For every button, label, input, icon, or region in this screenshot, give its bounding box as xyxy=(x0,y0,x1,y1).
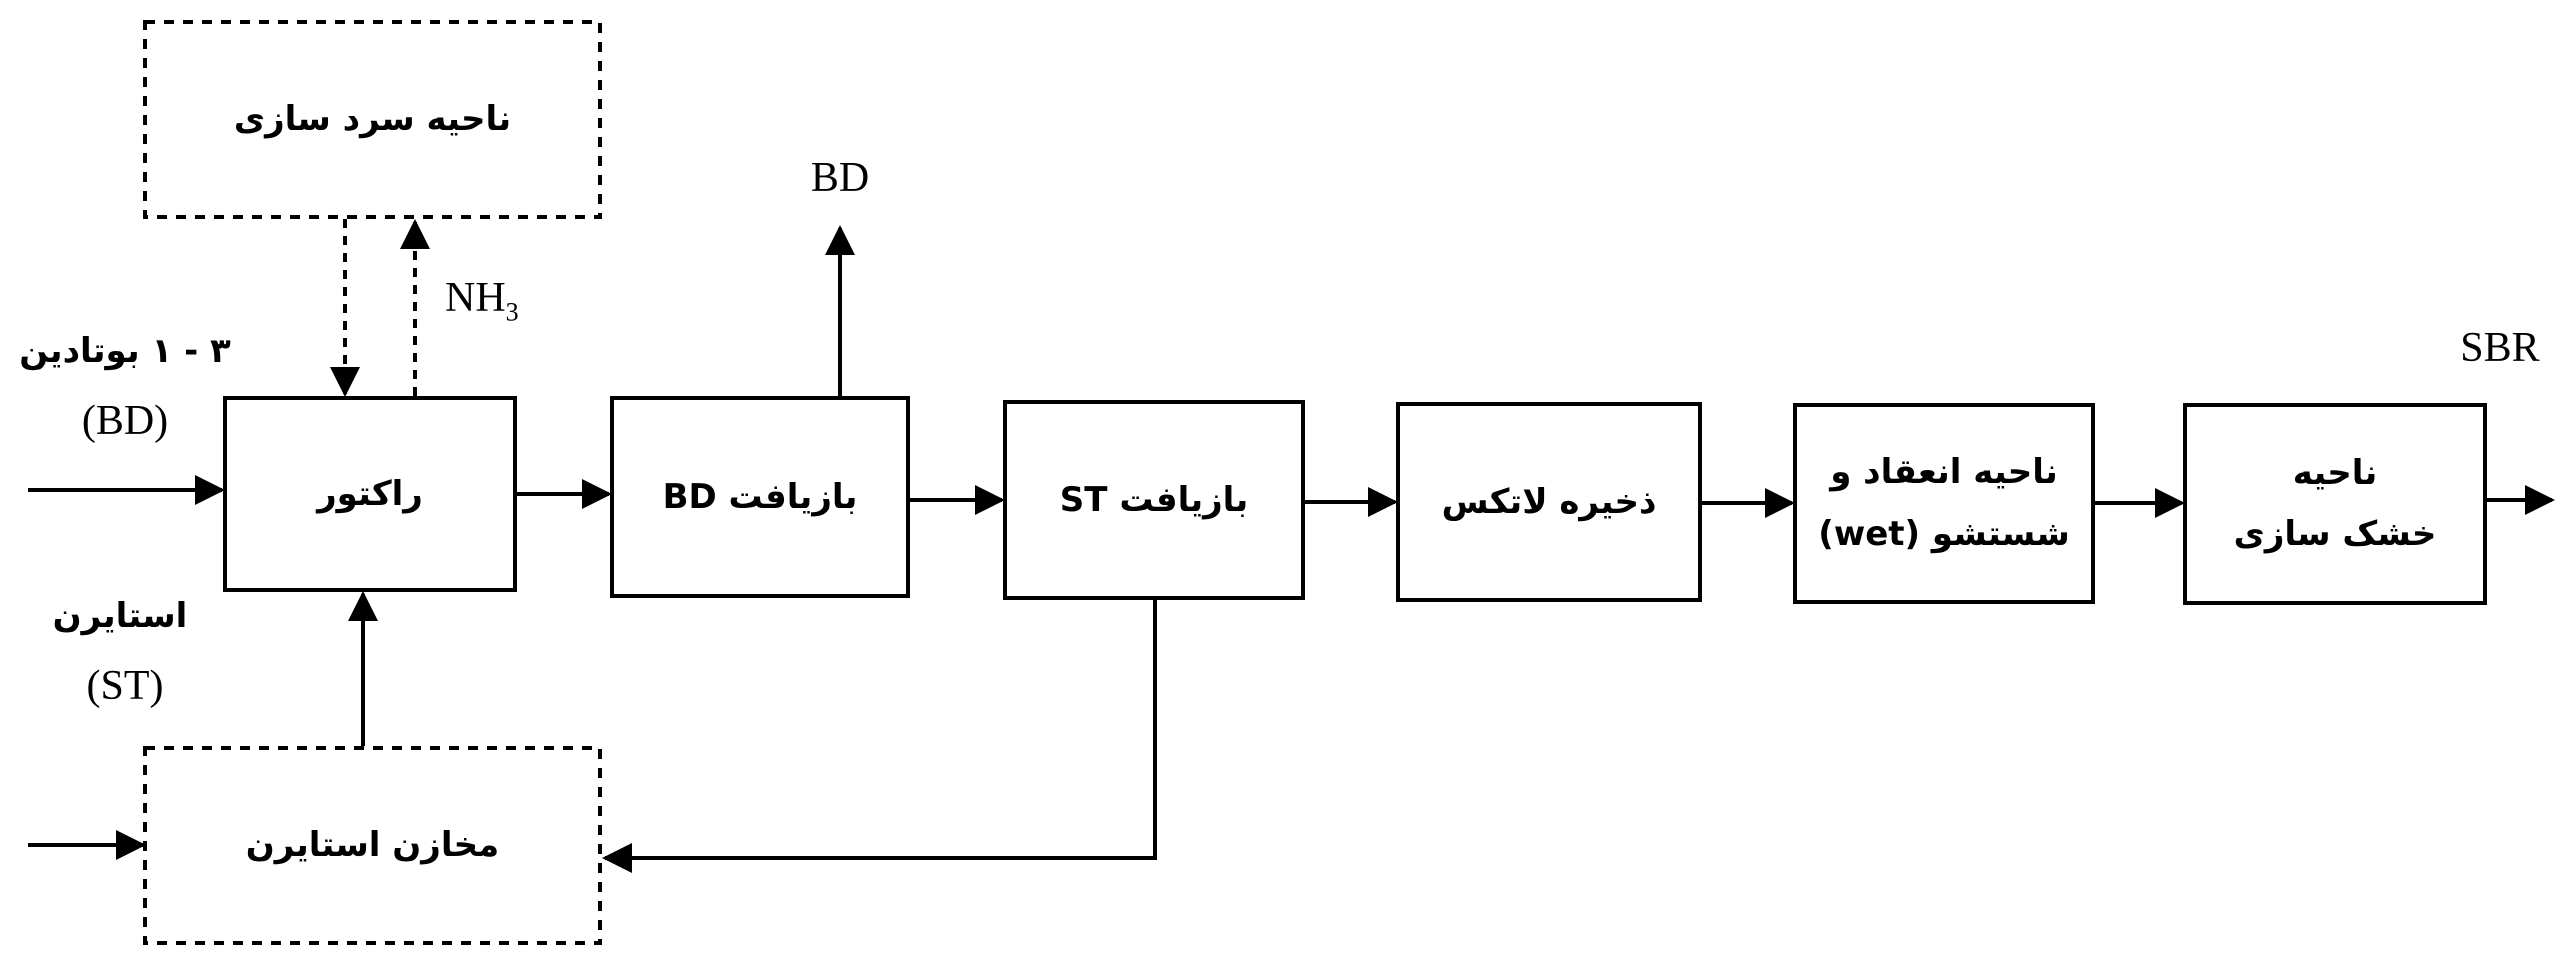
cooling-zone-box xyxy=(143,20,602,219)
bd-feed-name: ۳ - ۱ بوتادین xyxy=(19,331,231,371)
reactor-label: راکتور xyxy=(317,473,423,514)
st-recovery-label: بازیافت ST xyxy=(1059,479,1249,520)
st-feed-abbr: (ST) xyxy=(86,663,164,709)
bd-feed-abbr: (BD) xyxy=(81,398,169,444)
nh3-label: NH3 xyxy=(445,275,519,327)
styrene-tanks-label: مخازن استایرن xyxy=(245,825,500,866)
latex-storage-box xyxy=(1396,402,1702,602)
product-label: SBR xyxy=(2460,325,2540,371)
st-recycle-line xyxy=(602,600,1157,873)
st-feed-name: استایرن xyxy=(52,596,188,636)
st-recovery-box xyxy=(1003,400,1305,600)
bd-recovery-box xyxy=(610,396,910,598)
bd-out-label: BD xyxy=(810,155,870,201)
drying-box xyxy=(2183,403,2487,605)
drying-label: ناحیه خشک سازی xyxy=(2233,452,2437,554)
cooling-zone-label: ناحیه سرد سازی xyxy=(233,99,512,140)
coagulation-label: ناحیه انعقاد و شستشو (wet) xyxy=(1818,452,2070,554)
reactor-box xyxy=(223,396,517,592)
latex-storage-label: ذخیره لاتکس xyxy=(1441,481,1657,522)
bd-recovery-label: بازیافت BD xyxy=(662,476,858,517)
coagulation-box xyxy=(1793,403,2095,604)
